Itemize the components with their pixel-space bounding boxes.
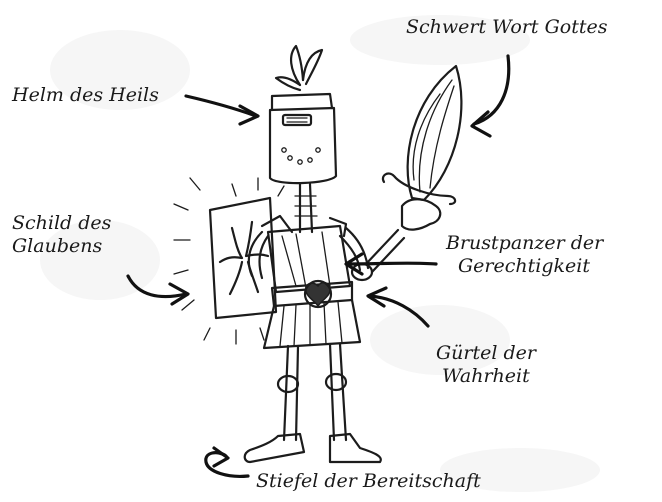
shield-label-line2: Glaubens — [12, 235, 111, 258]
shield-label: Schild des Glaubens — [12, 212, 111, 258]
tunic-skirt — [264, 300, 360, 348]
breastplate-label-line2: Gerechtigkeit — [446, 255, 603, 278]
boots — [245, 434, 381, 462]
helmet-label: Helm des Heils — [12, 84, 159, 107]
sword-label: Schwert Wort Gottes — [406, 16, 607, 39]
breastplate-label: Brustpanzer der Gerechtigkeit — [446, 232, 603, 278]
legs — [278, 344, 346, 440]
helmet — [270, 94, 336, 183]
boots-label: Stiefel der Bereitschaft — [256, 470, 481, 493]
belt-label-line1: Gürtel der — [436, 342, 536, 365]
belt — [272, 281, 352, 307]
shield-label-line1: Schild des — [12, 212, 111, 235]
plume — [276, 46, 322, 90]
breastplate-label-line1: Brustpanzer der — [446, 232, 603, 255]
belt-label: Gürtel der Wahrheit — [436, 342, 536, 388]
neck — [300, 184, 312, 232]
belt-label-line2: Wahrheit — [436, 365, 536, 388]
sword — [383, 66, 461, 230]
shield — [174, 178, 284, 344]
